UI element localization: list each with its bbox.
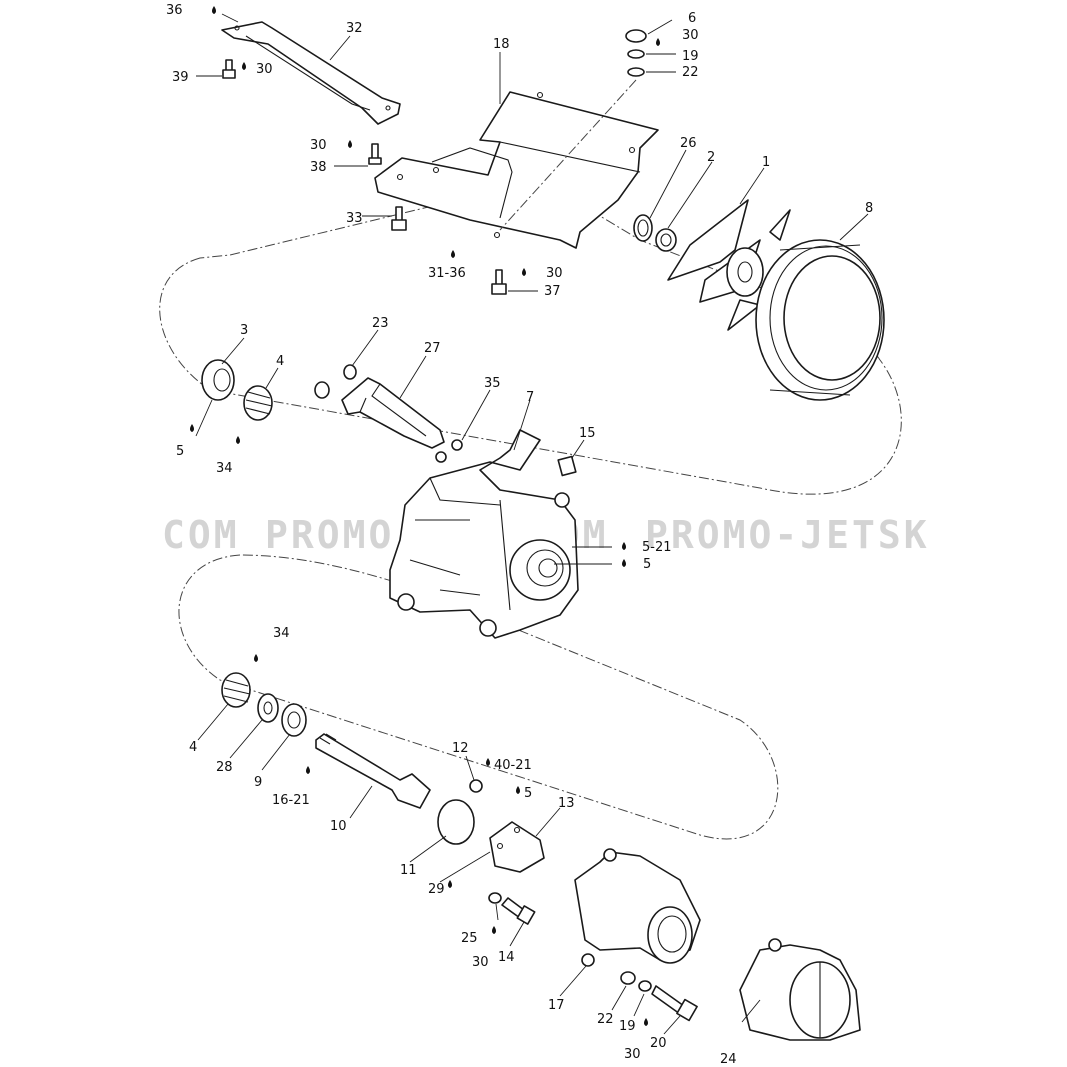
- part-3-seal: [201, 359, 235, 401]
- watermark-right: PROMO-JETSK: [645, 513, 930, 557]
- grease-drop-icons: [190, 6, 660, 1026]
- drop-icon: [622, 542, 626, 550]
- drop-icon: [656, 38, 660, 46]
- label-13: 13: [558, 796, 575, 811]
- drop-icon: [622, 559, 626, 567]
- drop-icon: [236, 436, 240, 444]
- label-4: 4: [189, 740, 197, 755]
- label-33: 33: [346, 211, 363, 226]
- part-28-washer: [257, 693, 279, 723]
- label-37: 37: [544, 284, 561, 299]
- label-1: 1: [762, 155, 770, 170]
- label-32: 32: [346, 21, 363, 36]
- label-30: 30: [624, 1047, 641, 1062]
- part-23-27-35-shaft-group: [314, 364, 463, 463]
- part-24-nozzle: [739, 938, 861, 1041]
- part-9-thrust-bearing: [281, 703, 307, 737]
- drop-icon: [348, 140, 352, 148]
- drop-icon: [492, 926, 496, 934]
- label-34: 34: [273, 626, 290, 641]
- label-29: 29: [428, 882, 445, 897]
- part-10-drive-shaft: [315, 733, 431, 809]
- label-30: 30: [546, 266, 563, 281]
- drop-icon: [190, 424, 194, 432]
- label-15: 15: [579, 426, 596, 441]
- label-35: 35: [484, 376, 501, 391]
- label-30: 30: [682, 28, 699, 43]
- part-17-venturi: [574, 848, 701, 967]
- label-28: 28: [216, 760, 233, 775]
- assembly-path-lower: [178, 554, 779, 840]
- label-4: 4: [276, 354, 284, 369]
- part-8-wear-ring: [755, 239, 885, 401]
- drop-icon: [254, 654, 258, 662]
- label-2: 2: [707, 150, 715, 165]
- label-19: 19: [619, 1019, 636, 1034]
- label-26: 26: [680, 136, 697, 151]
- label-5: 5: [524, 786, 532, 801]
- part-26-2-bushings: [633, 214, 677, 252]
- label-23: 23: [372, 316, 389, 331]
- label-27: 27: [424, 341, 441, 356]
- label-22: 22: [682, 65, 699, 80]
- label-30: 30: [310, 138, 327, 153]
- part-1-impeller: [667, 199, 791, 331]
- label-5-21: 5-21: [642, 540, 672, 555]
- label-8: 8: [865, 201, 873, 216]
- label-19: 19: [682, 49, 699, 64]
- label-17: 17: [548, 998, 565, 1013]
- drop-icon: [212, 6, 216, 14]
- label-36: 36: [166, 3, 183, 18]
- drop-icon: [516, 786, 520, 794]
- part-7-pump-housing: [389, 429, 579, 639]
- label-24: 24: [720, 1052, 737, 1067]
- label-20: 20: [650, 1036, 667, 1051]
- label-38: 38: [310, 160, 327, 175]
- part-13-impeller-cover: [489, 821, 545, 873]
- leader-lines: [195, 13, 869, 1035]
- drop-icon: [242, 62, 246, 70]
- part-22-19-20-fasteners: [620, 971, 698, 1022]
- drop-icon: [522, 268, 526, 276]
- drop-icon: [306, 766, 310, 774]
- label-16-21: 16-21: [272, 793, 310, 808]
- label-6: 6: [688, 11, 696, 26]
- label-11: 11: [400, 863, 417, 878]
- label-3: 3: [240, 323, 248, 338]
- label-30: 30: [472, 955, 489, 970]
- drop-icon: [448, 880, 452, 888]
- label-5: 5: [643, 557, 651, 572]
- label-25: 25: [461, 931, 478, 946]
- drop-icon: [644, 1018, 648, 1026]
- label-18: 18: [493, 37, 510, 52]
- label-5: 5: [176, 444, 184, 459]
- part-4-needle-bearing-lower: [221, 672, 251, 708]
- label-34: 34: [216, 461, 233, 476]
- label-9: 9: [254, 775, 262, 790]
- label-39: 39: [172, 70, 189, 85]
- drop-icon: [451, 250, 455, 258]
- label-7: 7: [526, 390, 534, 405]
- part-labels: 36 32 39 30 18 6 30 19 22 30 38 26 2 1 8…: [166, 3, 873, 1067]
- label-14: 14: [498, 950, 515, 965]
- watermark-left: COM: [162, 513, 240, 557]
- part-32-support-bar: [221, 21, 401, 125]
- label-12: 12: [452, 741, 469, 756]
- label-31-36: 31-36: [428, 266, 466, 281]
- fasteners-top: [222, 29, 647, 295]
- part-11-o-ring: [437, 799, 475, 845]
- part-25-14-bolt: [488, 892, 536, 925]
- part-4-needle-bearing-upper: [243, 385, 273, 421]
- part-12-plug: [469, 779, 483, 793]
- label-10: 10: [330, 819, 347, 834]
- label-30: 30: [256, 62, 273, 77]
- label-22: 22: [597, 1012, 614, 1027]
- drop-icon: [486, 758, 490, 766]
- part-18-ride-plate: [374, 91, 659, 249]
- label-40-21: 40-21: [494, 758, 532, 773]
